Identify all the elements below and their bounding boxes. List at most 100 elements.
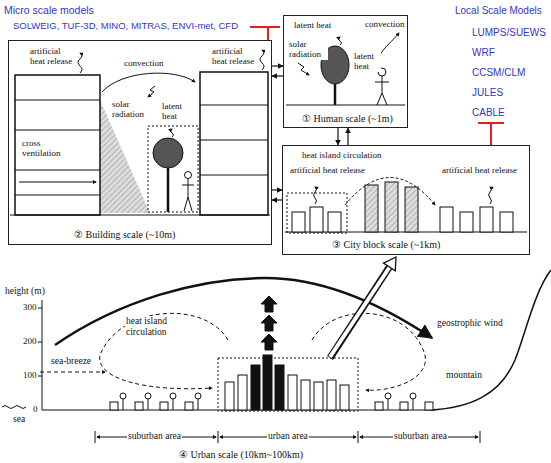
circulation-arrow — [100, 313, 228, 388]
process-label: solar radiation — [288, 39, 328, 60]
urban-scene — [2, 257, 551, 443]
process-label: artificial heat release — [441, 165, 518, 175]
sea-waves — [2, 406, 26, 409]
model-name: CABLE — [471, 107, 506, 119]
annotation: sea — [12, 414, 26, 425]
process-label: latent heat — [161, 101, 199, 122]
process-label: latent heat — [293, 20, 332, 30]
urban-building — [225, 382, 234, 410]
suburban-tree — [145, 393, 151, 410]
exchange-arrow — [272, 75, 283, 76]
axis-tick: 200 — [22, 336, 38, 346]
process-label: artificial heat release — [289, 165, 366, 175]
scale-caption: ① Human scale (~1m) — [301, 113, 394, 125]
annotation: mountain — [445, 370, 483, 381]
zoom-arrow-inner — [330, 265, 391, 357]
exchange-arrow — [272, 199, 282, 200]
left-building — [15, 75, 100, 215]
scale-caption: ② Building scale (~10m) — [73, 229, 176, 241]
process-label: latent heat — [353, 51, 381, 72]
suburban-house — [375, 402, 383, 410]
city-building — [500, 212, 513, 232]
urban-building — [263, 355, 272, 410]
suburban-tree — [385, 393, 391, 410]
suburban-house — [135, 402, 143, 410]
heat-release-arrow — [78, 53, 82, 73]
person-body — [375, 76, 389, 105]
process-label: cross ventilation — [21, 138, 67, 159]
tree-trunk — [334, 84, 337, 105]
urban-building — [314, 382, 323, 410]
exchange-arrow — [272, 65, 283, 66]
mountain-outline — [430, 270, 551, 410]
updraft-arrows — [261, 296, 277, 350]
process-label: heat island circulation — [301, 150, 382, 160]
process-label: artificial heat release — [29, 46, 75, 67]
process-label: convection — [364, 19, 406, 29]
urban-building — [301, 380, 310, 410]
urban-building — [238, 375, 247, 410]
person-body — [182, 179, 194, 211]
process-label: artificial heat release — [211, 46, 257, 67]
process-label: convection — [123, 58, 165, 68]
annotation: sea-breeze — [50, 356, 92, 367]
solar-arrow — [298, 63, 309, 75]
interval-ticks — [95, 431, 480, 443]
city-building — [292, 212, 305, 232]
city-building — [310, 207, 323, 232]
model-name: CCSM/CLM — [471, 67, 526, 79]
axis-tick: 300 — [22, 302, 38, 312]
sea-breeze-arrow — [40, 372, 105, 373]
city-scene — [285, 178, 527, 234]
circulation-arrow — [312, 313, 425, 390]
suburban-tree — [120, 393, 126, 410]
tree-crown — [153, 138, 183, 168]
zoom-arrow-outer — [330, 266, 390, 358]
annotation: urban area — [267, 431, 309, 442]
convection-arrow — [102, 73, 195, 92]
heat-release-arrow — [489, 187, 492, 204]
suburban-house — [160, 402, 168, 410]
floor-lines — [200, 105, 268, 175]
right-building — [200, 72, 268, 215]
suburban-house — [400, 402, 408, 410]
ventilation-arrow — [19, 182, 96, 183]
local-leader — [478, 123, 504, 145]
annotation: height (m) — [4, 286, 46, 297]
urban-building — [340, 385, 349, 410]
micro-leader — [250, 27, 280, 40]
city-building — [460, 212, 473, 232]
urban-frame — [218, 358, 358, 411]
urban-building — [288, 375, 297, 410]
scale-box: artificial heat release convection artific… — [8, 40, 272, 245]
suburban-house — [110, 402, 118, 410]
heat-release-arrow — [260, 50, 264, 70]
block-frame — [287, 193, 347, 233]
axis-tick: 0 — [32, 404, 39, 414]
city-building — [328, 212, 341, 232]
suburban-house — [185, 402, 193, 410]
urban-building — [251, 365, 260, 410]
suburban-tree — [195, 393, 201, 410]
annotation: heat island circulation — [125, 316, 183, 338]
axis-tick: 100 — [22, 370, 38, 380]
annotation: ④ Urban scale (10km~100km) — [178, 449, 304, 461]
city-building — [405, 187, 418, 232]
city-building — [480, 207, 493, 232]
latent-arrow — [171, 129, 174, 137]
building-scene — [10, 50, 270, 215]
annotation: suburban area — [127, 431, 182, 442]
urban-building — [327, 380, 336, 410]
model-name: JULES — [471, 87, 504, 99]
suburban-house — [425, 402, 433, 410]
urban-building — [275, 365, 284, 410]
model-name: WRF — [471, 47, 496, 59]
latent-arrow — [339, 37, 342, 45]
exchange-arrow — [272, 189, 282, 190]
tree-trunk — [167, 168, 170, 212]
city-building — [440, 207, 453, 232]
annotation: geostrophic wind — [436, 318, 504, 329]
solar-arrow — [148, 86, 155, 97]
human-scene — [286, 33, 405, 105]
